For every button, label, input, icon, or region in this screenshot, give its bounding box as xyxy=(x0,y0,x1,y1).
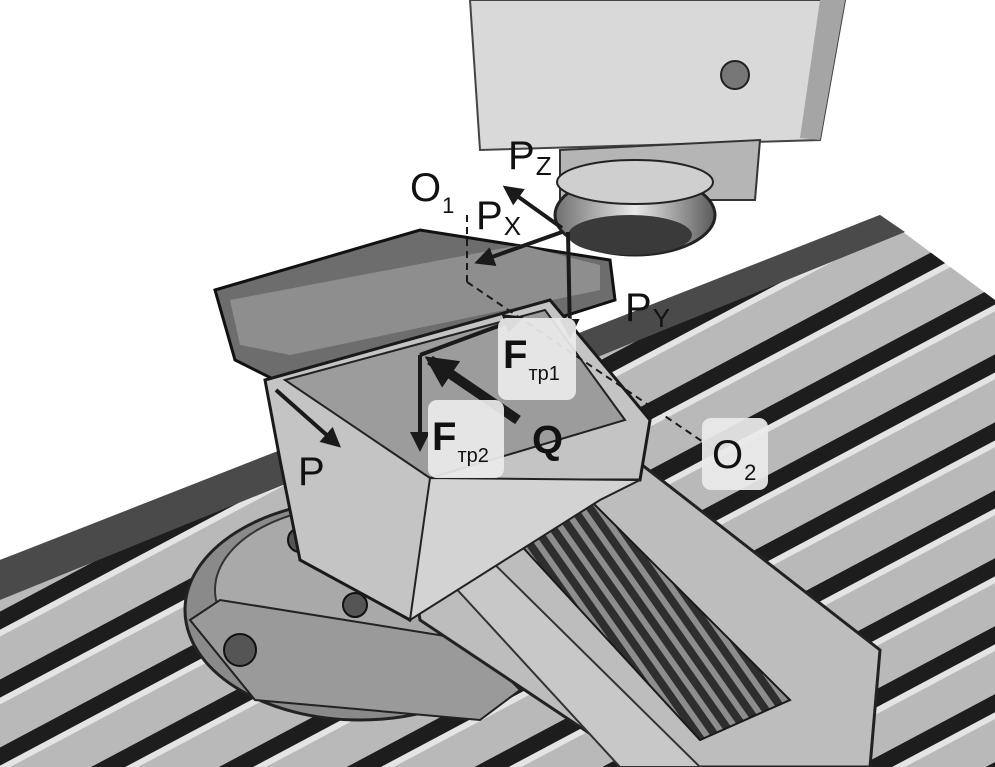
milling-cutter xyxy=(553,159,717,257)
pz-arrow xyxy=(502,185,564,230)
label-pz: PZ xyxy=(508,134,552,181)
label-ftp2: Fтр2 xyxy=(432,415,489,467)
label-ftp1: Fтр1 xyxy=(503,333,560,385)
axis-o1-o2-line xyxy=(466,281,713,449)
label-q: Q xyxy=(532,418,564,462)
px-arrow xyxy=(474,230,563,267)
label-py: PY xyxy=(625,286,671,333)
label-box-ftp1 xyxy=(498,318,576,400)
label-o1: O1 xyxy=(410,166,455,218)
label-px: PX xyxy=(476,194,522,241)
label-o2: O2 xyxy=(712,433,757,485)
label-box-o2 xyxy=(702,418,768,490)
p-arrow xyxy=(274,388,341,448)
label-box-ftp2 xyxy=(428,400,504,478)
py-arrow xyxy=(559,231,580,339)
label-p: P xyxy=(298,450,325,494)
